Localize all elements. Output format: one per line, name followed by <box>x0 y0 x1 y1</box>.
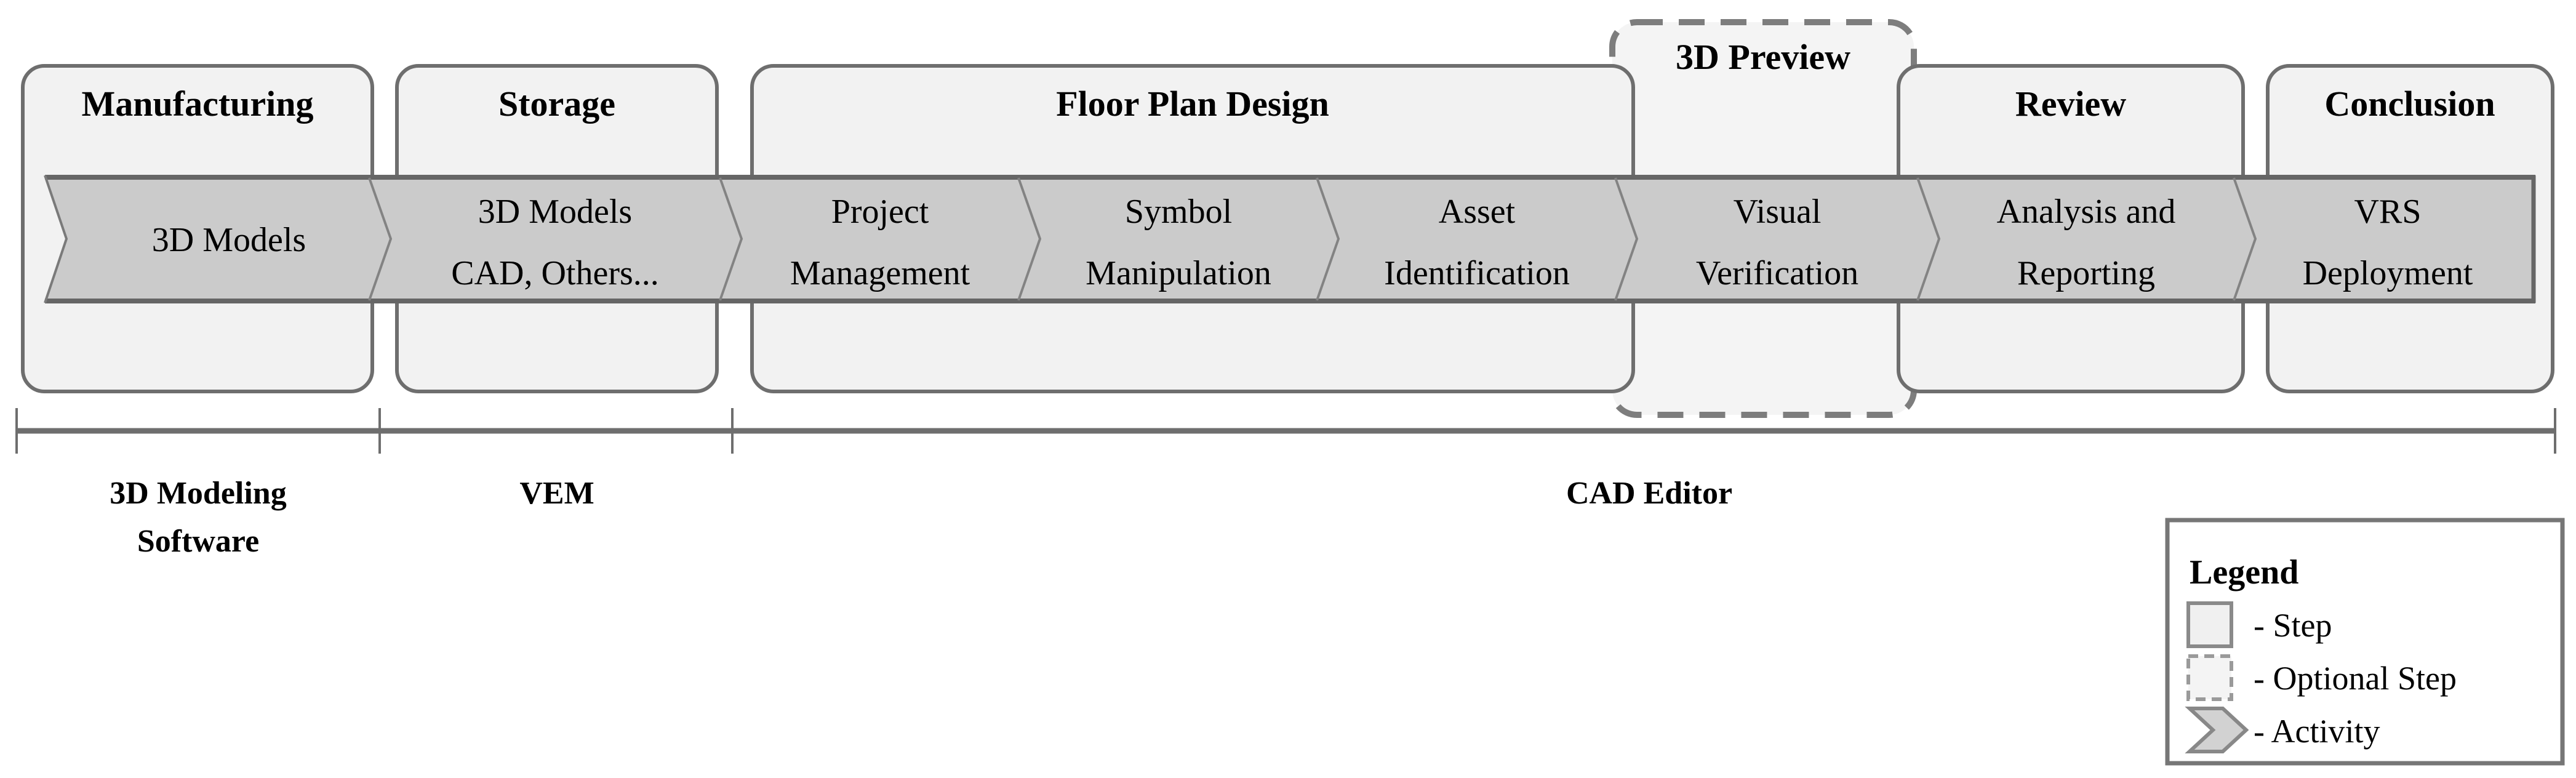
legend-item-label-optional-step: - Optional Step <box>2254 660 2457 697</box>
activity-label-line1: Visual <box>1734 193 1822 231</box>
activity-label-line2: CAD, Others... <box>451 254 659 292</box>
activity-label-line1: Analysis and <box>1997 193 2176 231</box>
optional-step-swatch-icon <box>2186 654 2233 701</box>
chevron-separator-7 <box>2233 177 2257 301</box>
activity-label-line1: 3D Models <box>478 193 632 231</box>
activity-band-shape <box>45 175 2535 303</box>
band-left-notch <box>44 175 68 303</box>
scope-labels: 3D Modeling Software VEM CAD Editor <box>110 476 1732 559</box>
activity-label-line2: Manipulation <box>1086 254 1271 292</box>
chevron-separator-1 <box>368 177 393 301</box>
chevron-separator-2 <box>719 177 743 301</box>
activity-label-line2: Reporting <box>2017 254 2155 292</box>
step-box-title: Floor Plan Design <box>1056 84 1329 124</box>
scope-bracket <box>15 408 2556 454</box>
chevron-separators <box>368 177 2257 301</box>
activity-label-line1: Project <box>831 193 929 231</box>
step-box-title: Review <box>2015 84 2126 124</box>
activity-label-line1: Symbol <box>1125 193 1232 231</box>
legend-item-label-step: - Step <box>2254 607 2332 644</box>
activity-label-line1: VRS <box>2354 193 2422 231</box>
scope-label-vem: VEM <box>519 476 594 511</box>
chevron-separator-5 <box>1614 177 1639 301</box>
chevron-separator-4 <box>1316 177 1340 301</box>
scope-label-3d-modeling-software-line1: 3D Modeling <box>110 476 286 511</box>
step-box-title: Conclusion <box>2324 84 2495 124</box>
activity-label-line2: Identification <box>1384 254 1570 292</box>
step-box-title: Manufacturing <box>82 84 314 124</box>
legend-title: Legend <box>2190 553 2298 592</box>
activity-labels: 3D Models 3D Models CAD, Others... Proje… <box>152 193 2473 292</box>
chevron-separator-6 <box>1916 177 1941 301</box>
step-box-title: Storage <box>498 84 615 124</box>
optional-step-box-title: 3D Preview <box>1676 37 1850 77</box>
activity-label-line2: Deployment <box>2303 254 2473 292</box>
activity-label: 3D Models <box>152 221 306 259</box>
activity-label-line2: Verification <box>1696 254 1858 292</box>
activity-swatch-icon <box>2185 707 2249 753</box>
legend: Legend - Step - Optional Step - Activity <box>2165 518 2565 766</box>
legend-item-label-activity: - Activity <box>2254 713 2380 750</box>
chevron-separator-3 <box>1017 177 1042 301</box>
scope-label-3d-modeling-software-line2: Software <box>137 524 259 559</box>
step-swatch-icon <box>2186 601 2233 648</box>
activity-band <box>44 175 2536 303</box>
activity-label-line2: Management <box>790 254 970 292</box>
scope-label-cad-editor: CAD Editor <box>1566 476 1732 511</box>
step-box-titles: Manufacturing Storage Floor Plan Design … <box>82 37 2495 124</box>
activity-label-line1: Asset <box>1439 193 1516 231</box>
